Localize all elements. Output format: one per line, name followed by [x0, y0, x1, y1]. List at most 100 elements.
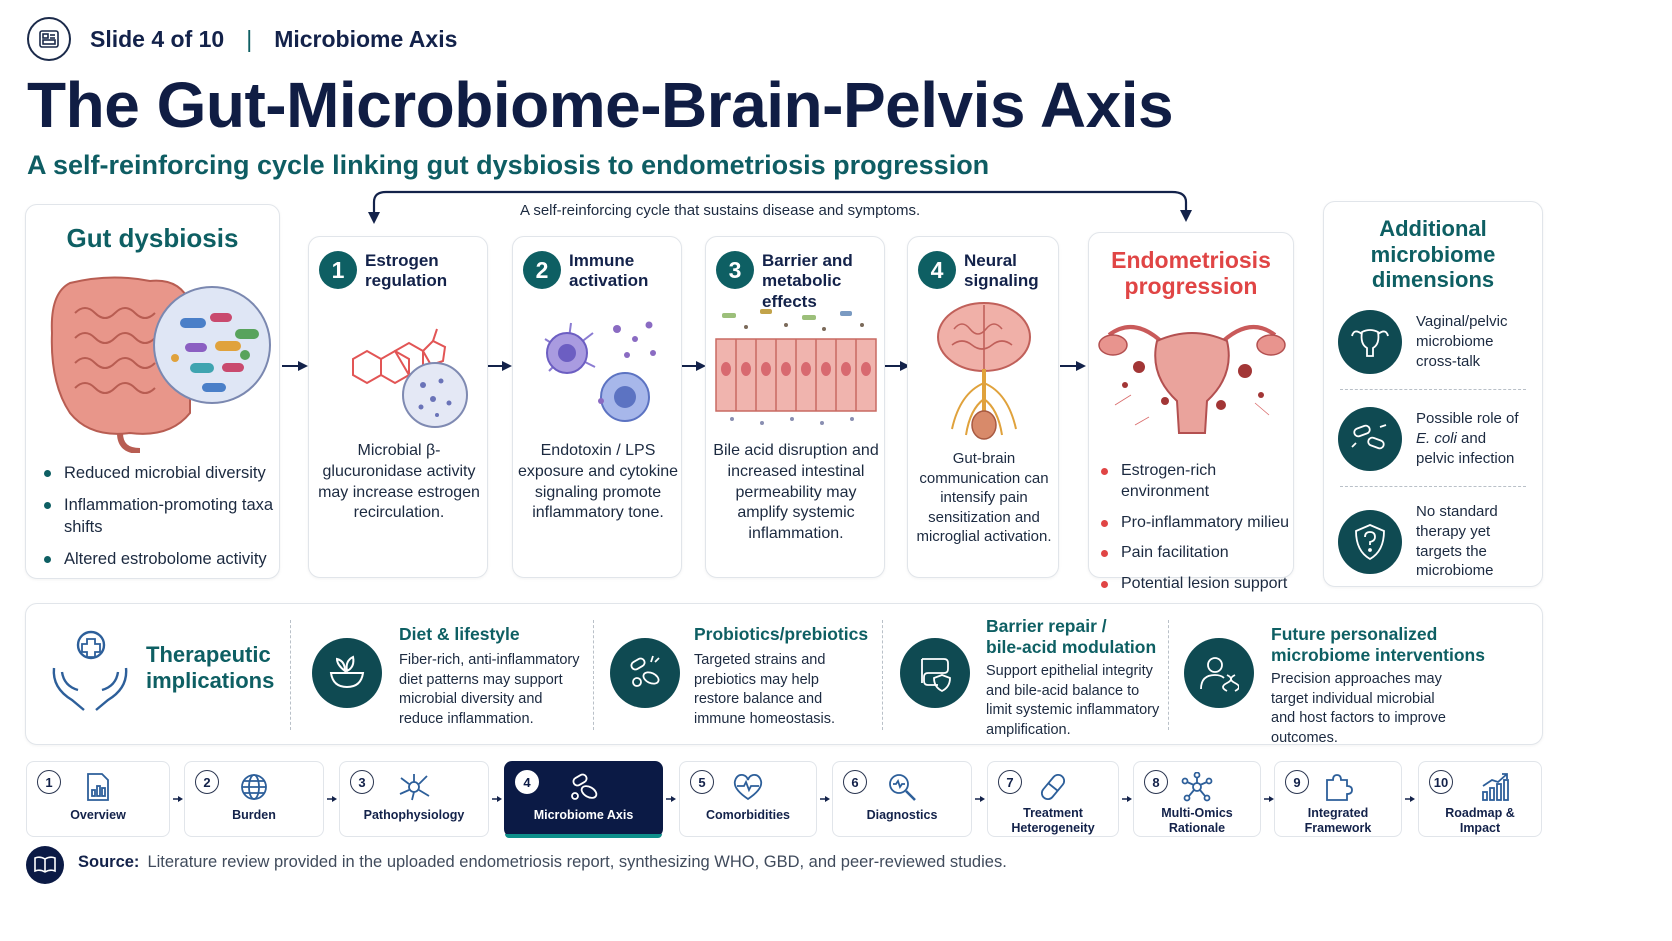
- therapy-title: Barrier repair /bile-acid modulation: [986, 616, 1157, 657]
- cycle-arrow: [368, 190, 1192, 224]
- cycle-label: A self-reinforcing cycle that sustains d…: [520, 202, 921, 219]
- microbe-icon: [505, 772, 662, 802]
- divider: [1340, 389, 1526, 390]
- divider: [593, 620, 594, 730]
- page-title: The Gut-Microbiome-Brain-Pelvis Axis: [27, 69, 1174, 141]
- nav-item-overview[interactable]: 1 Overview: [26, 761, 170, 837]
- divider: [882, 620, 883, 730]
- network-icon: [1134, 772, 1260, 802]
- microbes-icon: [610, 638, 680, 708]
- flow-arrow: [1060, 361, 1086, 371]
- nav-arrow: [1405, 796, 1415, 802]
- gut-illustration: [50, 276, 271, 453]
- gut-bullet: Inflammation-promoting taxa shifts: [42, 495, 274, 538]
- steroid-molecule-icon: [352, 328, 468, 428]
- therapy-item: Diet & lifestyle Fiber-rich, anti-inflam…: [399, 624, 589, 730]
- bacteria-icon: [1338, 407, 1402, 471]
- therapy-title: Diet & lifestyle: [399, 624, 520, 644]
- endo-bullet: Estrogen-rich environment: [1099, 461, 1293, 503]
- nav-arrow: [173, 796, 183, 802]
- active-indicator: [505, 834, 662, 838]
- step-number: 3: [716, 251, 754, 289]
- page-subtitle: A self-reinforcing cycle linking gut dys…: [27, 150, 990, 180]
- step-body: Bile acid disruption and increased intes…: [713, 442, 879, 543]
- nav-arrow: [975, 796, 985, 802]
- uterus-illustration: [1098, 325, 1286, 434]
- chart-up-icon: [1419, 772, 1541, 802]
- intestinal-barrier-icon: [715, 309, 877, 425]
- therapy-item: Barrier repair /bile-acid modulation Sup…: [986, 616, 1186, 741]
- immune-cells-icon: [544, 321, 656, 422]
- source-note: Source: Literature review provided in the…: [78, 853, 1007, 872]
- nav-item-pathophysiology[interactable]: 3 Pathophysiology: [339, 761, 489, 837]
- flow-arrow: [680, 361, 706, 371]
- gut-bullets: Reduced microbial diversity Inflammation…: [42, 463, 274, 582]
- nav-item-burden[interactable]: 2 Burden: [184, 761, 324, 837]
- step-body: Microbial β-glucuronidase activity may i…: [318, 442, 480, 522]
- source-label: Source:: [78, 853, 140, 871]
- person-dna-icon: [1184, 638, 1254, 708]
- nav-arrow: [820, 796, 830, 802]
- slide-label: Slide 4 of 10: [90, 26, 225, 52]
- endo-bullet: Pro-inflammatory milieu: [1099, 513, 1293, 534]
- therapy-title: Probiotics/prebiotics: [694, 624, 869, 644]
- step-body: Gut-brain communication can intensify pa…: [916, 450, 1052, 545]
- nav-item-roadmap[interactable]: 10 Roadmap &Impact: [1418, 761, 1542, 837]
- magnifier-icon: [833, 772, 971, 802]
- neuron-icon: [340, 772, 488, 802]
- divider: [1340, 486, 1526, 487]
- gut-dysbiosis-title: Gut dysbiosis: [66, 223, 239, 253]
- nav-arrow: [492, 796, 502, 802]
- hands-cross-icon: [48, 628, 132, 719]
- nav-arrow: [1122, 796, 1132, 802]
- globe-icon: [185, 772, 323, 802]
- nav-item-comorbidities[interactable]: 5 Comorbidities: [679, 761, 817, 837]
- flow-arrow: [282, 361, 308, 371]
- bowl-icon: [312, 638, 382, 708]
- pill-icon: [988, 772, 1118, 802]
- endo-bullet: Potential lesion support: [1099, 574, 1293, 595]
- step-number: 2: [523, 251, 561, 289]
- gut-bullet: Altered estrobolome activity: [42, 549, 274, 570]
- shield-question-icon: [1338, 509, 1402, 574]
- nav-item-diagnostics[interactable]: 6 Diagnostics: [832, 761, 972, 837]
- flow-arrow: [486, 361, 512, 371]
- slide-header: Slide 4 of 10|Microbiome Axis: [90, 26, 458, 52]
- endo-bullet: Pain facilitation: [1099, 543, 1293, 564]
- source-text: Literature review provided in the upload…: [147, 853, 1007, 871]
- gut-bullet: Reduced microbial diversity: [42, 463, 274, 484]
- endometriosis-bullets: Estrogen-rich environment Pro-inflammato…: [1099, 461, 1293, 605]
- book-icon: [26, 846, 64, 884]
- gut-dysbiosis-card: Gut dysbiosis Reduced microbial diversit…: [25, 204, 280, 579]
- report-icon: [27, 772, 169, 802]
- puzzle-icon: [1275, 772, 1401, 802]
- nav-item-microbiome-axis[interactable]: 4 Microbiome Axis: [504, 761, 663, 838]
- flow-arrow: [884, 361, 910, 371]
